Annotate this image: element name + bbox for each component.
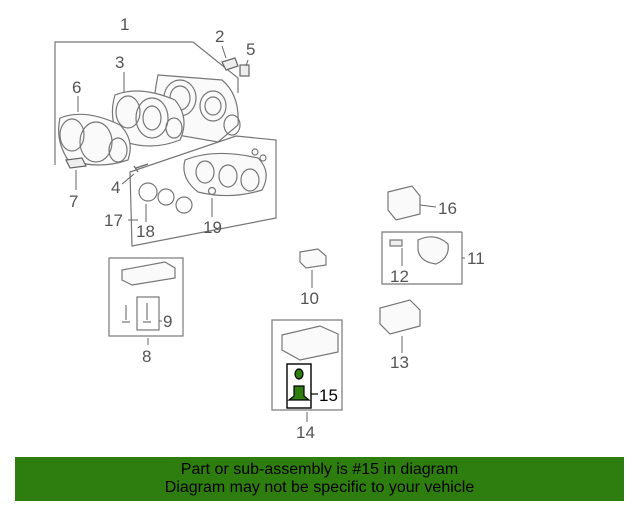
callout-7: 7 <box>69 192 78 211</box>
callout-13: 13 <box>390 353 409 372</box>
socket-5 <box>239 64 250 77</box>
callout-17: 17 <box>104 211 123 230</box>
cluster-assembly-group <box>54 41 250 173</box>
bulb-15-top <box>294 368 304 380</box>
switch-10 <box>299 248 327 269</box>
callout-labels: 1 2 3 4 5 6 7 8 9 10 11 12 13 14 15 16 1… <box>69 15 485 442</box>
switch-8-group <box>108 257 184 337</box>
callout-4: 4 <box>111 178 120 197</box>
callout-12: 12 <box>390 267 409 286</box>
climate-panel-group <box>129 135 277 247</box>
cluster-lens-6 <box>58 113 131 166</box>
assembly-9-box <box>136 296 160 331</box>
switch-13 <box>379 299 421 335</box>
bulb-19 <box>207 186 217 196</box>
callout-16: 16 <box>438 199 457 218</box>
callout-15: 15 <box>319 386 338 405</box>
switch-16 <box>387 185 421 221</box>
bulb-15-base <box>287 385 311 401</box>
callout-19: 19 <box>203 218 222 237</box>
switch-14-group <box>271 319 343 411</box>
screw-4 <box>133 163 149 173</box>
leader-lines <box>75 45 465 422</box>
banner-line-2: Diagram may not be specific to your vehi… <box>164 479 475 496</box>
callout-8: 8 <box>142 347 151 366</box>
callout-6: 6 <box>72 78 81 97</box>
banner-line-1: Part or sub-assembly is #15 in diagram <box>180 461 459 478</box>
callout-9: 9 <box>163 312 172 331</box>
switch-14 <box>281 325 339 361</box>
socket-11-group <box>381 231 463 285</box>
part-15-highlight-box <box>286 363 312 409</box>
callout-2: 2 <box>215 27 224 46</box>
assembly-11-bracket <box>381 231 463 285</box>
callout-18: 18 <box>136 222 155 241</box>
socket-11 <box>417 236 449 265</box>
callout-3: 3 <box>115 53 124 72</box>
info-banner: Part or sub-assembly is #15 in diagram D… <box>15 457 624 501</box>
callout-1: 1 <box>120 15 129 34</box>
control-unit <box>183 148 267 197</box>
callout-11: 11 <box>467 249 485 268</box>
callout-5: 5 <box>246 40 255 59</box>
bulb-12 <box>389 239 403 247</box>
part-7-lens <box>65 157 87 169</box>
assembly-17-bracket <box>129 135 277 247</box>
assembly-8-box <box>108 257 184 337</box>
assembly-1-bracket <box>54 41 239 165</box>
bulb-9 <box>143 303 151 323</box>
clip-2 <box>221 57 239 71</box>
parts-diagram: 1 2 3 4 5 6 7 8 9 10 11 12 13 14 15 16 1… <box>54 15 485 442</box>
knobs-18 <box>138 182 193 214</box>
bulb-8-side <box>122 305 130 323</box>
callout-10: 10 <box>300 289 319 308</box>
switch-8 <box>121 261 176 286</box>
assembly-14-box <box>271 319 343 411</box>
callout-14: 14 <box>296 423 315 442</box>
